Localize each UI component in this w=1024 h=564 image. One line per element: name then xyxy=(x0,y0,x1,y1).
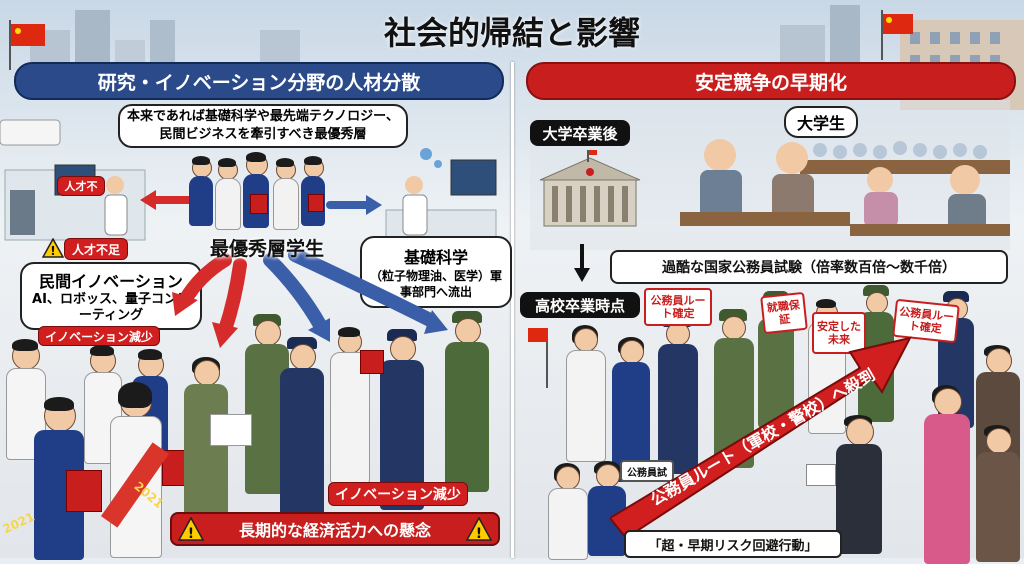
basic-science-title: 基礎科学 xyxy=(403,248,468,267)
private-innovation-box: 民間イノベーション AI、ロボッス、量子コンピーティング xyxy=(20,262,202,330)
top-callout: 本来であれば基礎科学や最先端テクノロジー、民間ビジネスを牽引すべき最優秀層 xyxy=(118,104,408,148)
warning-banner-text: 長期的な経済活力への懸念 xyxy=(238,521,431,540)
high-school-label: 高校卒業時点 xyxy=(520,292,640,318)
rush-arrow xyxy=(610,336,912,540)
footer-text: 「超・早期リスク回避行動」 xyxy=(648,538,818,554)
china-flag-icon-right xyxy=(881,10,913,60)
innovation-decrease-tag-1: イノベーション減少 xyxy=(38,326,160,346)
student-crowd-left xyxy=(0,330,200,560)
innovation-decrease-tag-2: イノベーション減少 xyxy=(328,482,468,506)
down-arrow-icon xyxy=(574,244,590,282)
top-students-label: 最優秀層学生 xyxy=(209,238,324,260)
page-title: 社会的帰結と影響 xyxy=(383,14,640,52)
private-innovation-title: 民間イノベーション xyxy=(39,272,183,291)
right-panel-header: 安定競争の早期化 xyxy=(526,62,1016,100)
route-confirmed-sign-1: 公務員ルート確定 xyxy=(644,288,712,326)
private-innovation-items: AI、ロボッス、量子コンピーティング xyxy=(32,292,190,323)
warning-banner: ! 長期的な経済活力への懸念 ! xyxy=(170,512,500,546)
china-flag-icon xyxy=(9,20,45,70)
panel-divider xyxy=(511,62,514,558)
svg-text:!: ! xyxy=(188,526,194,541)
civil-servant-exam-sign: 公務員試 xyxy=(620,460,674,482)
footer-banner: 「超・早期リスク回避行動」 xyxy=(624,530,842,558)
left-panel-header: 研究・イノベーション分野の人材分散 xyxy=(14,62,504,100)
exam-banner: 過酷な国家公務員試験（倍率数百倍〜数千倍） xyxy=(610,250,1008,284)
basic-science-box: 基礎科学 （粒子物理油、医学）軍事部門へ流出 xyxy=(360,236,512,308)
shortage-tag-small: 人才不 xyxy=(57,176,105,196)
warning-icon-right: ! xyxy=(465,517,492,541)
basic-science-detail: （粒子物理油、医学）軍事部門へ流出 xyxy=(369,269,502,299)
runners-left-panel xyxy=(180,310,510,558)
government-building xyxy=(539,150,641,227)
exam-banner-text: 過酷な国家公務員試験（倍率数百倍〜数千倍） xyxy=(662,260,956,276)
shortage-tag: 人才不足 xyxy=(64,238,128,260)
svg-text:!: ! xyxy=(476,526,482,541)
top-students-group xyxy=(188,150,338,235)
university-label: 大学生 xyxy=(784,106,858,138)
warning-icon: ! xyxy=(42,238,64,258)
flow-arrows xyxy=(140,190,448,348)
stable-future-sign: 安定した未来 xyxy=(812,312,866,354)
after-university-label: 大学卒業後 xyxy=(530,120,630,146)
warning-icon-left: ! xyxy=(178,517,204,541)
svg-text:!: ! xyxy=(50,244,55,258)
